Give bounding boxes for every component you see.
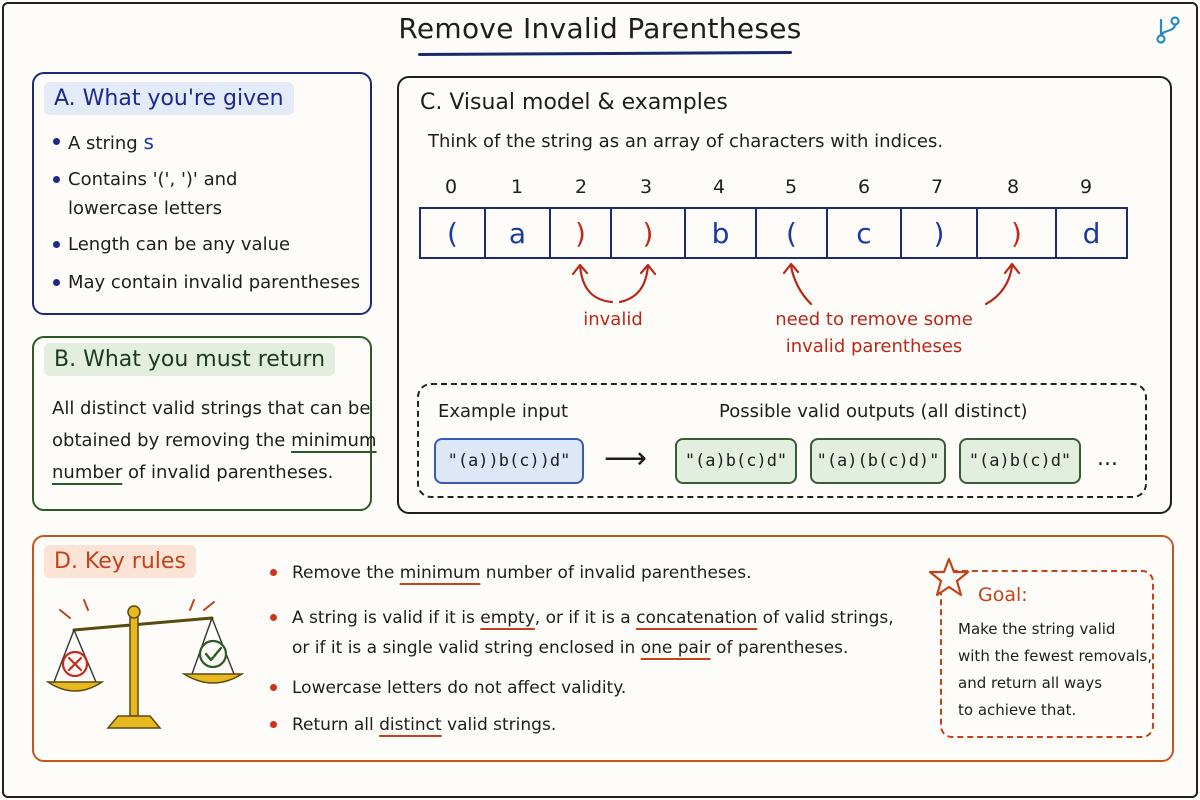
goal-line: Make the string valid bbox=[958, 620, 1116, 638]
return-header: B. What you must return bbox=[44, 343, 336, 376]
array-index: 2 bbox=[574, 176, 588, 198]
array-cell: ) bbox=[900, 207, 978, 259]
star-icon bbox=[928, 557, 970, 597]
rule-valid-definition-cont: or if it is a single valid string enclos… bbox=[292, 638, 849, 658]
bullet-dot bbox=[270, 569, 277, 576]
array-cell: ( bbox=[755, 207, 828, 259]
example-input-label: Example input bbox=[438, 401, 569, 422]
goal-line: and return all ways bbox=[958, 674, 1103, 692]
array-index: 1 bbox=[510, 176, 524, 198]
remove-arrows bbox=[782, 262, 1021, 306]
goal-line: with the fewest removals, bbox=[958, 647, 1153, 665]
balance-scale-icon bbox=[45, 599, 244, 729]
example-output-pill: "(a)b(c)d" bbox=[959, 438, 1081, 484]
array-cell: c bbox=[826, 207, 902, 259]
invalid-annotation: invalid bbox=[583, 309, 643, 330]
example-ellipsis: ... bbox=[1097, 446, 1118, 471]
rule-distinct: Return all distinct valid strings. bbox=[292, 715, 557, 735]
remove-annotation-line1: need to remove some bbox=[775, 309, 973, 330]
bullet-dot bbox=[53, 138, 60, 145]
invalid-arrows bbox=[571, 263, 657, 304]
given-header: A. What you're given bbox=[44, 82, 294, 115]
return-text-line1: All distinct valid strings that can be bbox=[52, 398, 371, 419]
goal-title: Goal: bbox=[978, 584, 1028, 606]
key-rules-panel bbox=[32, 535, 1174, 762]
array-index: 3 bbox=[639, 176, 653, 198]
example-outputs-label: Possible valid outputs (all distinct) bbox=[719, 401, 1028, 422]
given-panel bbox=[32, 72, 372, 315]
array-index: 0 bbox=[444, 176, 458, 198]
example-output-pill: "(a)(b(c)d)" bbox=[810, 438, 946, 484]
page-title: Remove Invalid Parentheses bbox=[398, 12, 802, 45]
goal-box bbox=[940, 570, 1154, 738]
example-box bbox=[417, 383, 1147, 498]
array-index: 9 bbox=[1079, 176, 1093, 198]
array-cell: ) bbox=[976, 207, 1057, 259]
given-item-invalid: May contain invalid parentheses bbox=[68, 272, 361, 293]
return-text-line2: obtained by removing the minimum bbox=[52, 430, 377, 451]
bullet-dot bbox=[53, 279, 60, 286]
example-input-pill: "(a))b(c))d" bbox=[434, 438, 584, 484]
array-cell: a bbox=[484, 207, 551, 259]
given-item-string: A string s bbox=[68, 130, 154, 154]
key-rules-header: D. Key rules bbox=[44, 545, 196, 578]
rule-valid-definition: A string is valid if it is empty, or if … bbox=[292, 608, 894, 628]
goal-line: to achieve that. bbox=[958, 701, 1077, 719]
array-index: 5 bbox=[784, 176, 798, 198]
git-branch-icon bbox=[1156, 16, 1180, 44]
bullet-dot bbox=[53, 176, 60, 183]
array-cell: ( bbox=[419, 207, 486, 259]
rule-lowercase: Lowercase letters do not affect validity… bbox=[292, 678, 627, 698]
remove-annotation-line2: invalid parentheses bbox=[785, 336, 963, 357]
rule-minimum: Remove the minimum number of invalid par… bbox=[292, 563, 752, 583]
visual-model-subtitle: Think of the string as an array of chara… bbox=[428, 131, 944, 152]
bullet-dot bbox=[270, 721, 277, 728]
visual-model-panel bbox=[397, 76, 1172, 514]
visual-model-header: C. Visual model & examples bbox=[420, 90, 728, 115]
given-item-contains-cont: lowercase letters bbox=[68, 198, 222, 219]
bullet-dot bbox=[270, 684, 277, 691]
return-text-line3: number of invalid parentheses. bbox=[52, 462, 334, 483]
array-index: 7 bbox=[930, 176, 944, 198]
example-arrow: ⟶ bbox=[604, 441, 648, 476]
return-panel bbox=[32, 336, 372, 511]
array-cell: ) bbox=[610, 207, 686, 259]
bullet-dot bbox=[53, 241, 60, 248]
array-index: 4 bbox=[712, 176, 726, 198]
goal-text: Make the string valid with the fewest re… bbox=[958, 616, 1152, 724]
bullet-dot bbox=[270, 614, 277, 621]
array-cell: d bbox=[1055, 207, 1128, 259]
array-cell: ) bbox=[549, 207, 612, 259]
given-item-length: Length can be any value bbox=[68, 234, 291, 255]
array-cell: b bbox=[684, 207, 757, 259]
example-output-pill: "(a)b(c)d" bbox=[675, 438, 797, 484]
given-item-contains: Contains '(', ')' and bbox=[68, 169, 238, 190]
array-index: 8 bbox=[1006, 176, 1020, 198]
array-index: 6 bbox=[857, 176, 871, 198]
